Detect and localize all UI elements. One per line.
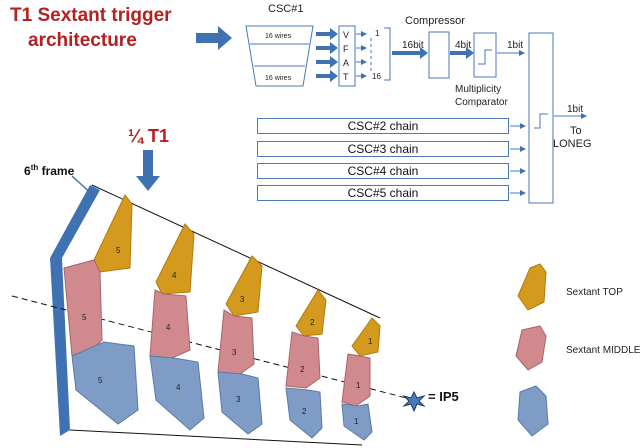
- csc1-wires-bottom: 16 wires: [265, 75, 292, 82]
- col5-mid-number: 5: [82, 313, 87, 322]
- sixth-frame: [50, 185, 100, 436]
- compressor-box: [428, 31, 450, 79]
- vfat-output-lines: [356, 27, 391, 81]
- vfat-out-last: 16: [372, 72, 381, 81]
- sextant-column-1: [341, 317, 381, 441]
- csc2-chain: CSC#2 chain: [257, 118, 509, 134]
- ip5-star-icon: [402, 390, 426, 413]
- output-bits: 1bit: [567, 104, 584, 115]
- csc4-chain: CSC#4 chain: [257, 163, 509, 179]
- collector-step-icon: [534, 113, 548, 129]
- legend-top-label: Sextant TOP: [566, 287, 623, 298]
- chain-arrows: [510, 123, 526, 196]
- csc1-label: CSC#1: [268, 3, 304, 15]
- vfat-box: [338, 25, 356, 87]
- title-arrow-icon: [196, 26, 232, 50]
- csc5-chain: CSC#5 chain: [257, 185, 509, 201]
- vfat-letter-f: F: [343, 44, 349, 54]
- col4-mid-number: 4: [166, 323, 171, 332]
- legend-middle-label: Sextant MIDDLE: [566, 345, 641, 356]
- detector-envelope-lines: [11, 184, 415, 446]
- compressor-label: Compressor: [405, 15, 465, 27]
- diagram-title-line2: architecture: [28, 30, 137, 51]
- col2-mid-number: 2: [300, 365, 305, 374]
- frame-label: 6th frame: [24, 163, 75, 178]
- multiplicity-label-line2: Comparator: [455, 97, 508, 108]
- csc-to-vfat-arrows: [316, 28, 338, 82]
- sextant-column-3: [217, 255, 263, 435]
- col2-top-number: 2: [310, 318, 315, 327]
- to-compressor-arrow-icon: [392, 47, 428, 59]
- legend-middle-swatch: [515, 325, 547, 371]
- diagram-title-line1: T1 Sextant trigger: [10, 5, 172, 26]
- col3-top-number: 3: [240, 295, 245, 304]
- compressor-in-bits: 16bit: [402, 40, 424, 51]
- output-to: To: [570, 125, 582, 137]
- loneg-collector-box: [528, 32, 554, 204]
- legend-bottom-swatch: [517, 385, 549, 437]
- vfat-out-first: 1: [375, 29, 380, 38]
- output-target: LONEG: [553, 138, 592, 150]
- sextant-column-5: [63, 194, 139, 425]
- comparator-out-bits: 1bit: [507, 40, 524, 51]
- to-comparator-arrow-icon: [450, 47, 474, 59]
- quarter-down-arrow-icon: [136, 150, 160, 191]
- column-number-labels: 5 5 5 4 4 4 3 3 3 2 2 2 1 1 1: [82, 246, 373, 426]
- col3-mid-number: 3: [232, 348, 237, 357]
- compressor-out-bits: 4bit: [455, 40, 472, 51]
- vfat-letter-a: A: [343, 58, 349, 68]
- col2-bot-number: 2: [302, 407, 307, 416]
- sextant-column-2: [285, 289, 327, 439]
- legend-top-swatch: [517, 263, 547, 311]
- csc1-wires-top: 16 wires: [265, 33, 292, 40]
- col4-top-number: 4: [172, 271, 177, 280]
- col1-top-number: 1: [368, 337, 373, 346]
- vfat-letter-t: T: [343, 72, 349, 82]
- frame-pointer-line: [71, 175, 95, 197]
- csc3-chain: CSC#3 chain: [257, 141, 509, 157]
- col5-top-number: 5: [116, 246, 121, 255]
- col4-bot-number: 4: [176, 383, 181, 392]
- sextant-column-4: [149, 223, 205, 431]
- quarter-t1-label: ¼ T1: [128, 126, 170, 146]
- col1-bot-number: 1: [354, 417, 359, 426]
- csc1-trapezoid: [245, 25, 314, 87]
- multiplicity-label-line1: Multiplicity: [455, 84, 502, 95]
- step-function-icon: [478, 49, 492, 65]
- ip5-label: = IP5: [428, 389, 459, 404]
- col5-bot-number: 5: [98, 376, 103, 385]
- col1-mid-number: 1: [356, 381, 361, 390]
- vfat-letter-v: V: [343, 30, 349, 40]
- col3-bot-number: 3: [236, 395, 241, 404]
